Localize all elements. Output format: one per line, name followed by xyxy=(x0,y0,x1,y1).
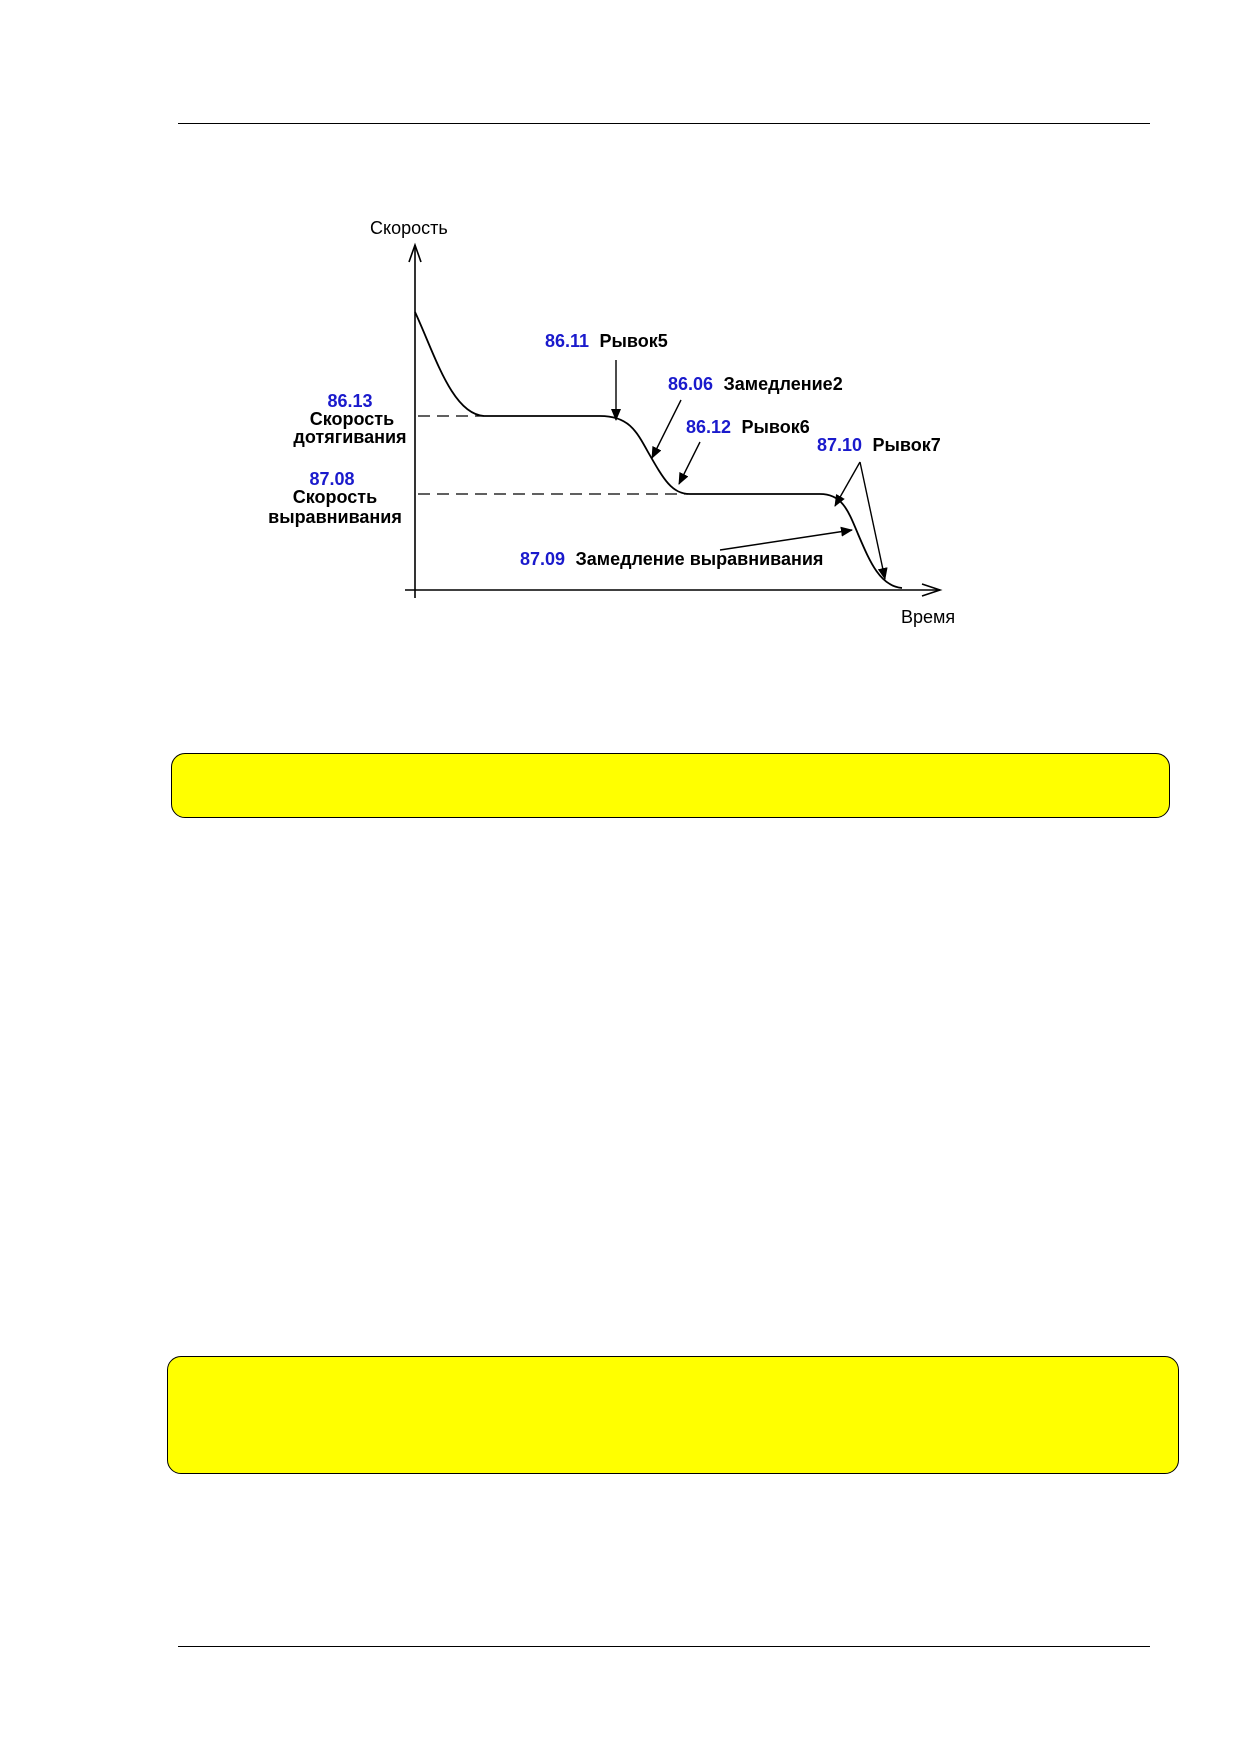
decel2-text: Замедление2 xyxy=(724,374,843,394)
jerk6-text: Рывок6 xyxy=(742,417,810,437)
footer-rule xyxy=(178,1646,1150,1647)
decel2-code: 86.06 xyxy=(668,374,713,394)
jerk5-text: Рывок5 xyxy=(600,331,668,351)
header-rule xyxy=(178,123,1150,124)
decel2-label: 86.06 Замедление2 xyxy=(668,374,843,394)
jerk5-code: 86.11 xyxy=(545,331,589,351)
leveling-decel-arrow xyxy=(719,526,853,551)
highlight-note-2 xyxy=(167,1356,1179,1474)
jerk7-arrow-1 xyxy=(834,461,861,507)
jerk7-label: 87.10 Рывок7 xyxy=(817,435,941,455)
leveling-speed-line1: Скорость xyxy=(293,487,377,507)
jerk7-text: Рывок7 xyxy=(873,435,941,455)
speed-profile-diagram: Скорость Время 86.11 Рывок5 86.06 Замедл… xyxy=(268,218,955,627)
jerk6-label: 86.12 Рывок6 xyxy=(686,417,810,437)
leveling-decel-text: Замедление выравнивания xyxy=(576,549,824,569)
jerk6-arrow xyxy=(678,441,701,485)
jerk7-code: 87.10 xyxy=(817,435,862,455)
jerk7-arrow-2 xyxy=(859,461,888,580)
y-axis-label: Скорость xyxy=(370,218,448,238)
creep-speed-line1: Скорость xyxy=(310,409,394,429)
leveling-decel-code: 87.09 xyxy=(520,549,565,569)
x-axis-arrow-icon xyxy=(921,583,943,597)
speed-curve xyxy=(414,311,903,589)
leveling-speed-line2: выравнивания xyxy=(268,507,402,527)
creep-speed-code: 86.13 xyxy=(327,391,372,411)
leveling-speed-code: 87.08 xyxy=(309,469,354,489)
highlight-note-1 xyxy=(171,753,1170,818)
x-axis-label: Время xyxy=(901,607,955,627)
jerk6-code: 86.12 xyxy=(686,417,731,437)
leveling-decel-label: 87.09 Замедление выравнивания xyxy=(520,549,823,569)
creep-speed-line2: дотягивания xyxy=(293,427,406,447)
decel2-arrow xyxy=(651,399,682,459)
jerk5-label: 86.11 Рывок5 xyxy=(545,331,668,351)
y-axis-arrow-icon xyxy=(408,242,422,263)
